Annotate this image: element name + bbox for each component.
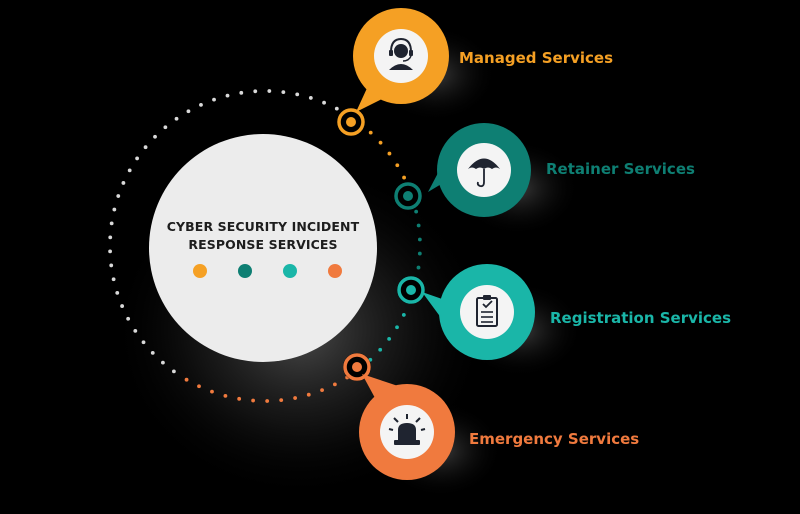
ring-dot [153, 134, 157, 139]
ring-dot [417, 237, 422, 242]
ring-dot [143, 145, 148, 150]
ring-dot [251, 398, 256, 403]
ring-dot [184, 377, 189, 382]
ring-dot [267, 89, 272, 93]
ring-dot [108, 249, 112, 254]
ring-dot [161, 360, 165, 365]
ring-dot [414, 209, 419, 214]
service-bubble [353, 8, 497, 122]
center-dot-row [193, 264, 342, 278]
ring-dot [417, 251, 422, 256]
ring-dot [108, 235, 113, 240]
center-dot [328, 264, 342, 278]
service-bubble [422, 264, 583, 378]
ring-dot [416, 265, 421, 270]
ring-dot [197, 384, 201, 389]
ring-markers [337, 108, 425, 381]
dotted-ring [108, 89, 363, 374]
center-title-line2: RESPONSE SERVICES [188, 237, 338, 252]
center-dot [238, 264, 252, 278]
center-title: CYBER SECURITY INCIDENT RESPONSE SERVICE… [152, 218, 374, 254]
ring-dot [332, 382, 337, 387]
ring-dot [378, 140, 383, 145]
service-label-managed: Managed Services [459, 49, 614, 67]
ring-dot [116, 194, 121, 198]
ring-dot [115, 290, 120, 295]
ring-dot [121, 181, 126, 185]
ring-dot [253, 89, 258, 94]
service-label-retainer: Retainer Services [546, 160, 695, 178]
ring-dot [135, 156, 140, 161]
ring-dot [293, 396, 298, 400]
ring-dot [109, 263, 114, 268]
ring-marker [337, 108, 365, 136]
service-bubbles [353, 8, 583, 498]
ring-dot [174, 116, 179, 121]
center-dot [283, 264, 297, 278]
ring-dot [308, 96, 313, 100]
ring-dot [281, 90, 286, 94]
ring-marker [394, 182, 422, 210]
ring-dot [402, 175, 406, 180]
ring-marker [343, 353, 371, 381]
ring-dot [306, 392, 311, 397]
ring-dot [186, 109, 191, 114]
service-label-emergency: Emergency Services [469, 430, 640, 448]
ring-dot [401, 313, 406, 317]
ring-dot [239, 90, 244, 95]
ring-dot [387, 336, 392, 341]
alarm-siren-icon [388, 414, 426, 445]
ring-dot [395, 325, 399, 330]
ring-dot [295, 92, 300, 97]
ring-dot [416, 223, 421, 228]
ring-dot [279, 398, 284, 403]
ring-dot [223, 393, 228, 398]
ring-dot [120, 304, 125, 308]
ring-dot [112, 207, 117, 212]
ring-dot [322, 100, 326, 105]
ring-dot [127, 168, 132, 173]
ring-dot [334, 106, 339, 111]
ring-dot [265, 399, 270, 403]
ring-dot [378, 347, 383, 352]
clipboard-check-icon [476, 295, 498, 327]
ring-dot [199, 102, 203, 107]
service-label-registration: Registration Services [550, 309, 732, 327]
center-dot [193, 264, 207, 278]
ring-dot [368, 130, 373, 135]
ring-dot [163, 125, 168, 130]
ring-dot [395, 163, 400, 168]
umbrella-icon [468, 158, 500, 188]
ring-dot [111, 277, 116, 282]
service-bubble [428, 123, 580, 236]
service-bubble [359, 374, 503, 498]
center-title-line1: CYBER SECURITY INCIDENT [166, 219, 360, 234]
ring-dot [171, 369, 176, 374]
center-circle [149, 134, 377, 362]
ring-dot [237, 396, 242, 401]
ring-dot [150, 350, 155, 355]
ring-dot [320, 388, 324, 393]
ring-dot [387, 151, 392, 156]
ring-dot [133, 328, 138, 333]
ring-dot [109, 221, 114, 226]
ring-dot [210, 389, 214, 394]
ring-dot [126, 316, 131, 321]
ring-marker [397, 276, 425, 304]
ring-dot [225, 93, 230, 98]
ring-dot [141, 340, 146, 345]
ring-dot [212, 97, 216, 102]
headset-icon [389, 37, 413, 70]
